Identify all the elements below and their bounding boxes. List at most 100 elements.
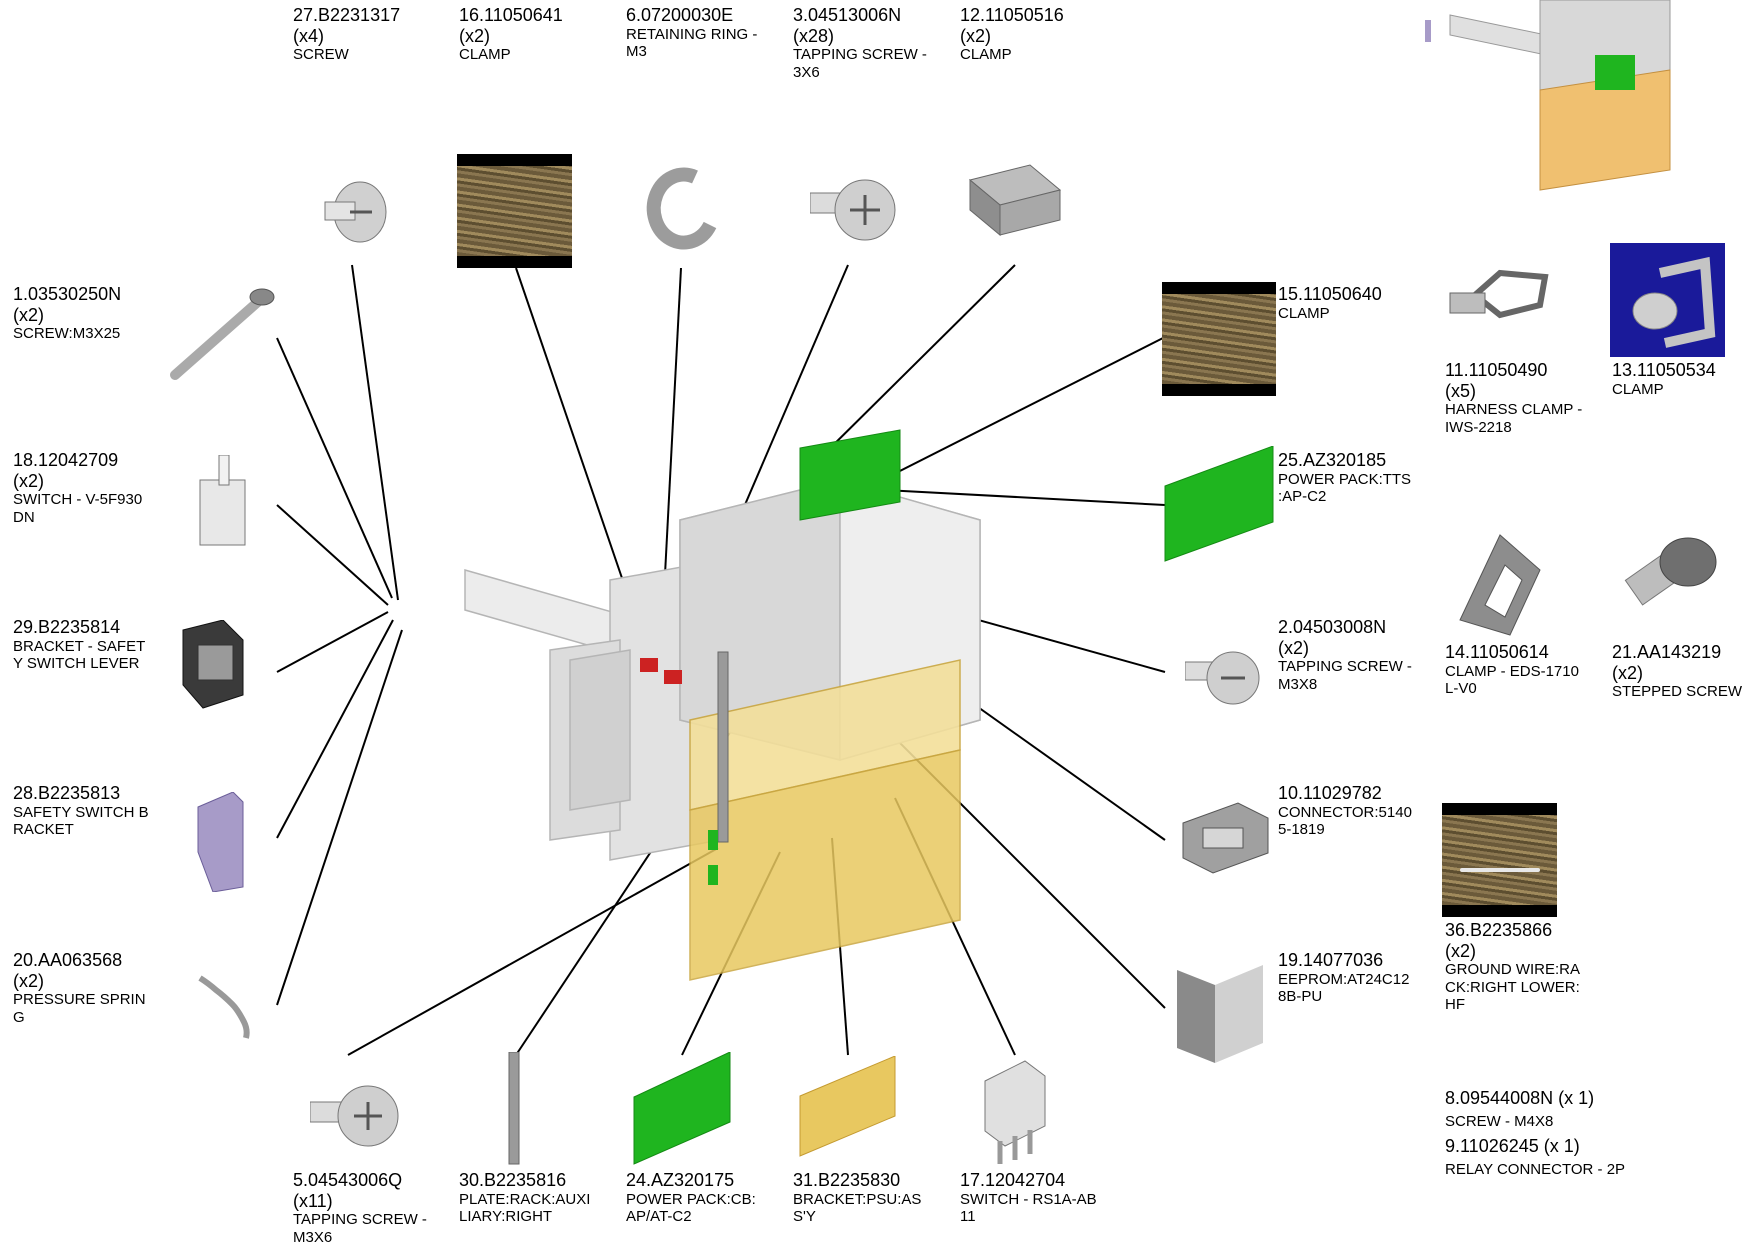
part-description: RELAY CONNECTOR - 2P [1445, 1160, 1626, 1178]
part-description: SWITCH - RS1A-AB 11 [960, 1190, 1097, 1225]
power-pack-25-icon [1164, 446, 1274, 562]
tapping-screw-2-icon [1185, 651, 1260, 705]
part-description: SCREW [293, 46, 349, 64]
part-number: 3.04513006N [793, 5, 902, 25]
main-assembly-drawing [464, 429, 981, 981]
callout-19: 19.14077036 EEPROM:AT24C12 8B-PU [1278, 950, 1409, 1005]
part-number: 24.AZ320175 [626, 1170, 735, 1190]
part-number: 9.11026245 (x 1) [1445, 1136, 1580, 1156]
part-description: HARNESS CLAMP - IWS-2218 [1445, 401, 1583, 436]
callout-36: 36.B2235866 (x2) GROUND WIRE:RA CK:RIGHT… [1445, 920, 1580, 1013]
part-description: BRACKET:PSU:AS S'Y [793, 1190, 922, 1225]
part-description: EEPROM:AT24C12 8B-PU [1278, 970, 1410, 1005]
part-description: TAPPING SCREW - M3X8 [1278, 658, 1412, 693]
callout-18: 18.12042709 (x2) SWITCH - V-5F930 DN [13, 450, 142, 526]
callout-15: 15.11050640 CLAMP [1278, 284, 1382, 322]
extra-part-8: 8.09544008N (x 1) SCREW - M4X8 [1445, 1088, 1594, 1130]
part-description: SWITCH - V-5F930 DN [13, 491, 143, 526]
part-number: 10.11029782 [1278, 783, 1382, 803]
part-description: TAPPING SCREW - M3X6 [293, 1211, 427, 1246]
screw-1-icon [170, 288, 275, 380]
part-number: 30.B2235816 [459, 1170, 567, 1190]
callout-24: 24.AZ320175 POWER PACK:CB: AP/AT-C2 [626, 1170, 756, 1225]
part-quantity: (x4) [293, 25, 324, 46]
part-number: 31.B2235830 [793, 1170, 901, 1190]
part-description: BRACKET - SAFET Y SWITCH LEVER [13, 637, 146, 672]
part-quantity: (x2) [1278, 637, 1309, 658]
callout-25: 25.AZ320185 POWER PACK:TTS :AP-C2 [1278, 450, 1411, 505]
part-quantity: (x2) [459, 25, 490, 46]
bracket-29-icon [182, 620, 244, 709]
tapping-screw-5-icon [310, 1085, 399, 1147]
part-number: 15.11050640 [1278, 284, 1382, 304]
part-description: GROUND WIRE:RA CK:RIGHT LOWER: HF [1445, 961, 1580, 1013]
part-quantity: (x2) [13, 970, 44, 991]
part-quantity: (x2) [13, 304, 44, 325]
part-description: RETAINING RING - M3 [626, 25, 758, 60]
clamp-14-icon [1459, 534, 1541, 636]
part-description: TAPPING SCREW - 3X6 [793, 46, 927, 81]
callout-20: 20.AA063568 (x2) PRESSURE SPRIN G [13, 950, 146, 1026]
part-number: 36.B2235866 [1445, 920, 1553, 940]
part-description: CONNECTOR:5140 5-1819 [1278, 803, 1412, 838]
part-number: 18.12042709 [13, 450, 119, 470]
part-number: 27.B2231317 [293, 5, 401, 25]
callout-2: 2.04503008N (x2) TAPPING SCREW - M3X8 [1278, 617, 1412, 693]
clamp-12-icon [968, 164, 1062, 237]
part-number: 6.07200030E [626, 5, 734, 25]
switch-18-icon [199, 455, 246, 546]
part-number: 11.11050490 [1445, 360, 1548, 380]
part-quantity: (x5) [1445, 380, 1476, 401]
part-description: SCREW:M3X25 [13, 325, 121, 343]
callout-13: 13.11050534 CLAMP [1612, 360, 1716, 398]
part-number: 1.03530250N [13, 284, 122, 304]
callout-1: 1.03530250N (x2) SCREW:M3X25 [13, 284, 121, 343]
part-description: CLAMP [459, 46, 511, 64]
part-number: 19.14077036 [1278, 950, 1384, 970]
callout-11: 11.11050490 (x5) HARNESS CLAMP - IWS-221… [1445, 360, 1582, 436]
clamp-15-photo [1162, 282, 1276, 396]
extra-part-9: 9.11026245 (x 1) RELAY CONNECTOR - 2P [1445, 1136, 1625, 1178]
part-number: 28.B2235813 [13, 783, 121, 803]
part-quantity: (x2) [13, 470, 44, 491]
part-description: POWER PACK:TTS :AP-C2 [1278, 470, 1412, 505]
connector-10-icon [1182, 802, 1269, 874]
part-number: 20.AA063568 [13, 950, 123, 970]
part-number: 8.09544008N (x 1) [1445, 1088, 1595, 1108]
clamp-13-photo [1610, 243, 1725, 357]
callout-30: 30.B2235816 PLATE:RACK:AUXI LIARY:RIGHT [459, 1170, 590, 1225]
part-description: CLAMP - EDS-1710 L-V0 [1445, 662, 1579, 697]
part-number: 16.11050641 [459, 5, 563, 25]
eeprom-19-icon [1177, 965, 1263, 1063]
callout-16: 16.11050641 (x2) CLAMP [459, 5, 563, 64]
part-number: 25.AZ320185 [1278, 450, 1387, 470]
part-description: PLATE:RACK:AUXI LIARY:RIGHT [459, 1190, 591, 1225]
part-number: 17.12042704 [960, 1170, 1066, 1190]
switch-17-icon [984, 1060, 1046, 1164]
part-number: 5.04543006Q [293, 1170, 403, 1190]
part-description: CLAMP [960, 46, 1012, 64]
overview-thumbnail [1425, 0, 1671, 191]
bracket-28-icon [197, 792, 244, 892]
screw-27-icon [324, 181, 387, 243]
part-number: 12.11050516 [960, 5, 1064, 25]
part-number: 2.04503008N [1278, 617, 1387, 637]
callout-12: 12.11050516 (x2) CLAMP [960, 5, 1064, 64]
stepped-screw-21-icon [1624, 537, 1717, 606]
clamp-16-photo [457, 154, 572, 268]
part-quantity: (x2) [1612, 662, 1643, 683]
part-description: STEPPED SCREW [1612, 683, 1743, 701]
part-description: CLAMP [1612, 380, 1664, 398]
callout-31: 31.B2235830 BRACKET:PSU:AS S'Y [793, 1170, 921, 1225]
part-description: SAFETY SWITCH B RACKET [13, 803, 149, 838]
callout-17: 17.12042704 SWITCH - RS1A-AB 11 [960, 1170, 1097, 1225]
part-number: 21.AA143219 [1612, 642, 1722, 662]
bracket-psu-31-icon [799, 1056, 896, 1157]
power-pack-24-icon [633, 1052, 731, 1165]
callout-14: 14.11050614 CLAMP - EDS-1710 L-V0 [1445, 642, 1579, 697]
callout-28: 28.B2235813 SAFETY SWITCH B RACKET [13, 783, 149, 838]
harness-clamp-11-icon [1449, 269, 1549, 319]
part-description: POWER PACK:CB: AP/AT-C2 [626, 1190, 756, 1225]
plate-30-icon [508, 1052, 520, 1165]
